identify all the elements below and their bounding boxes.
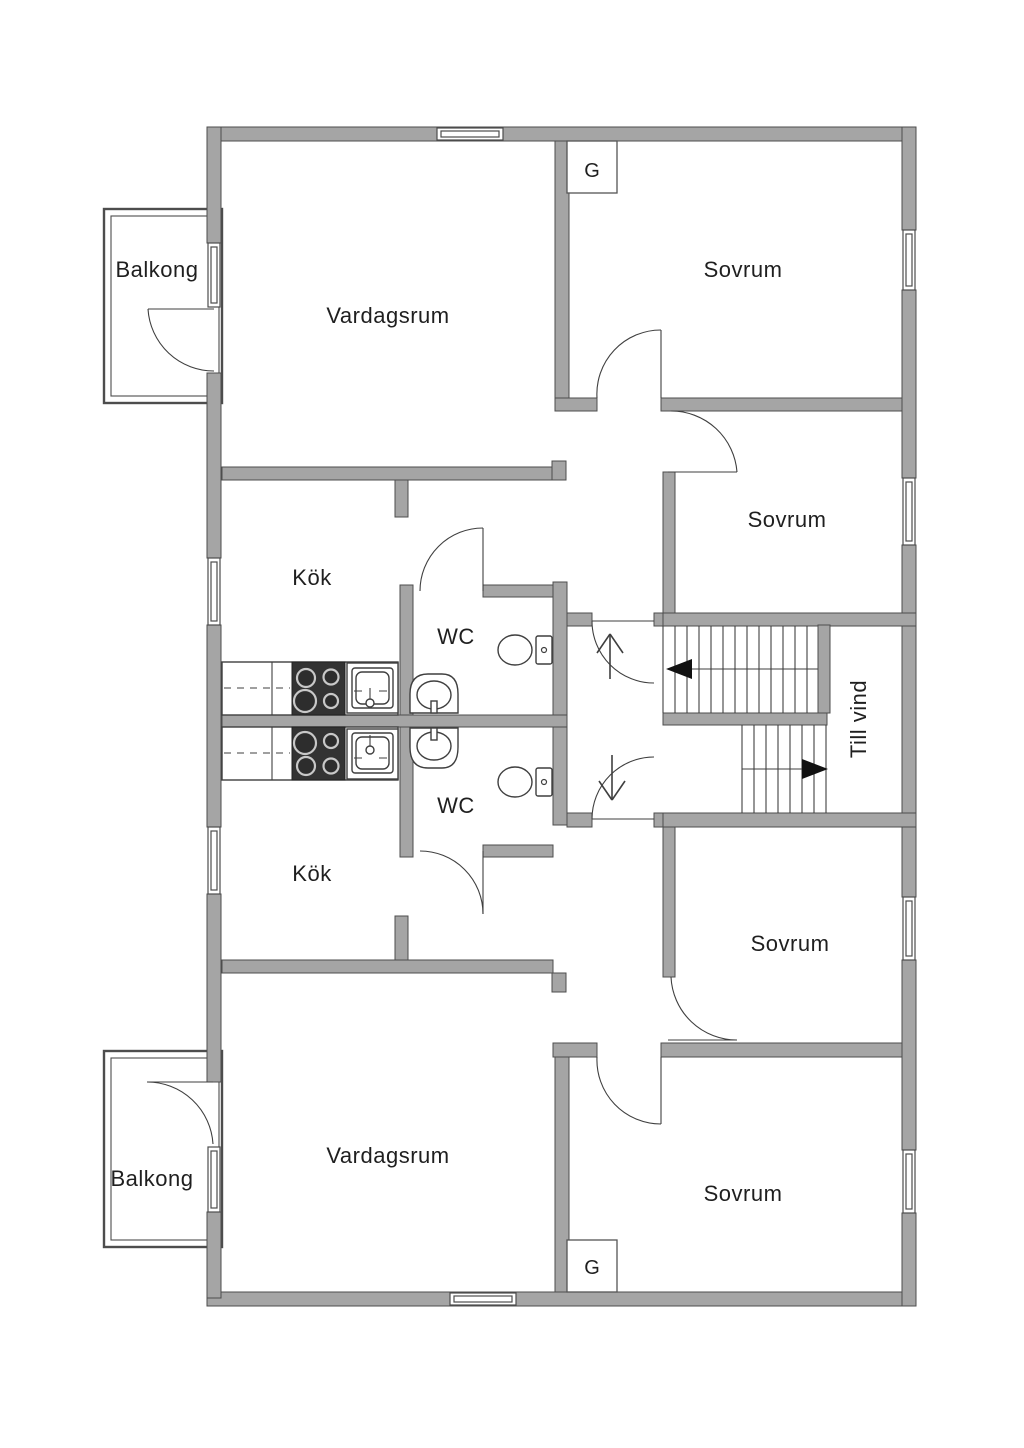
room-label-kitchen-top: Kök (292, 565, 332, 590)
room-label-wc-top: WC (437, 624, 475, 649)
kitchen-top-fixtures (221, 661, 399, 716)
stair-walkline-lower (742, 759, 828, 779)
room-label-kitchen-bottom: Kök (292, 861, 332, 886)
sink-icon (346, 662, 399, 714)
window-icon (902, 229, 916, 291)
room-label-wc-bottom: WC (437, 793, 475, 818)
door-entry-bottom (591, 756, 655, 820)
window-icon (207, 826, 221, 895)
room-label-bedroom-bottom-1: Sovrum (751, 931, 830, 956)
washbasin-icon (409, 673, 459, 714)
room-label-balcony-bottom: Balkong (110, 1166, 193, 1191)
balcony-top (102, 207, 224, 405)
door-wc-top (419, 527, 484, 592)
closet-bottom-box (566, 1239, 618, 1293)
window-icon (207, 557, 221, 626)
washbasin-icon (409, 727, 459, 769)
room-label-closet-top: G (584, 160, 600, 182)
toilet-icon (497, 634, 553, 666)
window-icon (902, 1149, 916, 1214)
wc-top-fixtures (409, 634, 553, 714)
door-balcony-top (147, 308, 215, 372)
stair-up-arrow (596, 633, 624, 679)
sink-icon (346, 728, 399, 780)
room-label-living-bottom: Vardagsrum (326, 1143, 449, 1168)
door-bedroom-top-2 (668, 410, 738, 473)
stairs (596, 626, 828, 813)
closet-top-box (566, 140, 618, 194)
room-label-closet-bottom: G (584, 1257, 600, 1279)
window-icon (902, 896, 916, 961)
stove-icon (291, 661, 346, 716)
label-attic-stairs: Till vind (846, 680, 871, 758)
door-balcony-bottom (146, 1081, 214, 1145)
room-label-bedroom-top-2: Sovrum (748, 507, 827, 532)
room-label-bedroom-top-1: Sovrum (704, 257, 783, 282)
stove-icon (291, 726, 346, 781)
door-bedroom-bottom-1 (668, 976, 738, 1041)
window-icon (902, 477, 916, 546)
window-icon (207, 242, 221, 308)
walls (206, 126, 917, 1307)
stair-walkline-upper (666, 659, 818, 679)
room-label-balcony-top: Balkong (115, 257, 198, 282)
door-bedroom-bottom-2 (596, 1056, 662, 1125)
window-icon (207, 1146, 221, 1213)
room-label-living-top: Vardagsrum (326, 303, 449, 328)
window-icon (449, 1292, 517, 1306)
toilet-icon (497, 766, 553, 798)
windows (207, 127, 916, 1306)
wc-bottom-fixtures (409, 727, 553, 798)
room-label-bedroom-bottom-2: Sovrum (704, 1181, 783, 1206)
balcony-bottom (102, 1049, 224, 1249)
kitchen-bottom-fixtures (221, 726, 399, 781)
window-icon (436, 127, 504, 141)
door-bedroom-top-1 (596, 329, 662, 399)
door-wc-bottom (419, 850, 484, 915)
stair-down-arrow (598, 755, 626, 801)
